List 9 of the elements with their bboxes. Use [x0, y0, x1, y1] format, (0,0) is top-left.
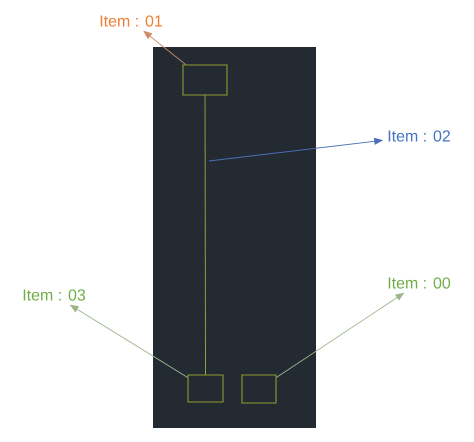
outline-box [241, 374, 277, 404]
callout-label: Item : 02 [388, 130, 450, 142]
outline-box [182, 64, 228, 96]
callout-label: Item : 01 [100, 15, 162, 27]
connector-line [204, 95, 206, 375]
callout-label: Item : 00 [388, 277, 450, 289]
dark-panel [153, 47, 316, 428]
callout-label: Item : 03 [24, 289, 86, 301]
outline-box [187, 374, 224, 403]
